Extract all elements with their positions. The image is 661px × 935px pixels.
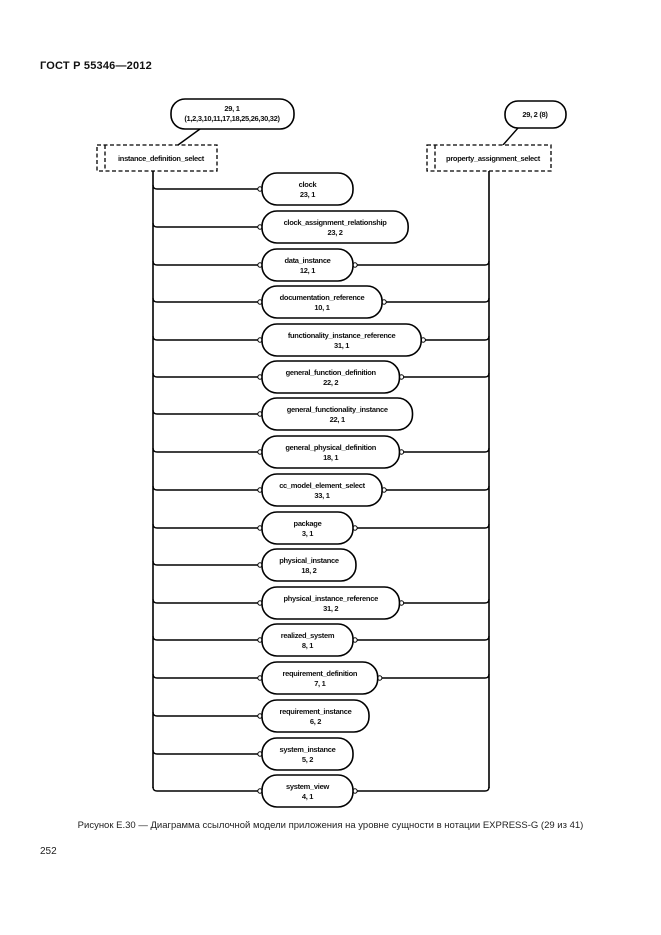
entity-name: clock (299, 180, 318, 189)
entity-page-ref: 6, 2 (310, 717, 321, 726)
entity-page-ref: 3, 1 (302, 529, 313, 538)
entity-page-ref: 12, 1 (300, 266, 315, 275)
page-ref-line1: 29, 1 (224, 104, 239, 113)
entity-page-ref: 31, 1 (334, 341, 349, 350)
entity-name: realized_system (281, 631, 335, 640)
entity-name: functionality_instance_reference (288, 331, 396, 340)
select-type-property-assignment-select[interactable]: property_assignment_select (426, 144, 552, 172)
page-reference-bubble-right: 29, 2 (8) (502, 100, 567, 146)
entity-name: system_view (286, 782, 329, 791)
entity-name: requirement_instance (280, 707, 352, 716)
entity-page-ref: 31, 2 (323, 604, 338, 613)
entity-page-ref: 5, 2 (302, 755, 313, 764)
select-type-instance-definition-select[interactable]: instance_definition_select (96, 144, 218, 172)
page-ref-line2: (1,2,3,10,11,17,18,25,26,30,32) (184, 114, 280, 123)
entity-name: package (294, 519, 322, 528)
entity-page-ref: 22, 2 (323, 378, 338, 387)
entity-name: physical_instance (279, 556, 339, 565)
entity-page-ref: 22, 1 (330, 415, 345, 424)
entity-name: cc_model_element_select (279, 481, 365, 490)
entity-name: physical_instance_reference (283, 594, 378, 603)
select-type-label: property_assignment_select (446, 154, 541, 163)
entity-name: data_instance (284, 256, 330, 265)
page-ref-line1: 29, 2 (8) (522, 110, 548, 119)
select-type-label: instance_definition_select (118, 154, 205, 163)
entity-page-ref: 10, 1 (314, 303, 329, 312)
entity-name: documentation_reference (280, 293, 365, 302)
entity-page-ref: 8, 1 (302, 641, 313, 650)
entity-name: general_function_definition (286, 368, 377, 377)
entity-page-ref: 23, 1 (300, 190, 315, 199)
page-number: 252 (40, 846, 57, 857)
figure-caption: Рисунок Е.30 — Диаграмма ссылочной модел… (77, 820, 584, 831)
entity-page-ref: 33, 1 (314, 491, 329, 500)
entity-page-ref: 7, 1 (314, 679, 325, 688)
entity-page-ref: 18, 1 (323, 453, 338, 462)
entity-name: general_functionality_instance (287, 405, 388, 414)
entity-name: requirement_definition (283, 669, 358, 678)
entity-page-ref: 23, 2 (327, 228, 342, 237)
document-header: ГОСТ Р 55346—2012 (40, 60, 152, 72)
page-reference-bubble-left: 29, 1 (1,2,3,10,11,17,18,25,26,30,32) (170, 98, 295, 146)
entity-page-ref: 4, 1 (302, 792, 313, 801)
entity-name: clock_assignment_relationship (284, 218, 388, 227)
entity-page-ref: 18, 2 (301, 566, 316, 575)
entity-name: system_instance (280, 745, 336, 754)
entity-name: general_physical_definition (285, 443, 376, 452)
